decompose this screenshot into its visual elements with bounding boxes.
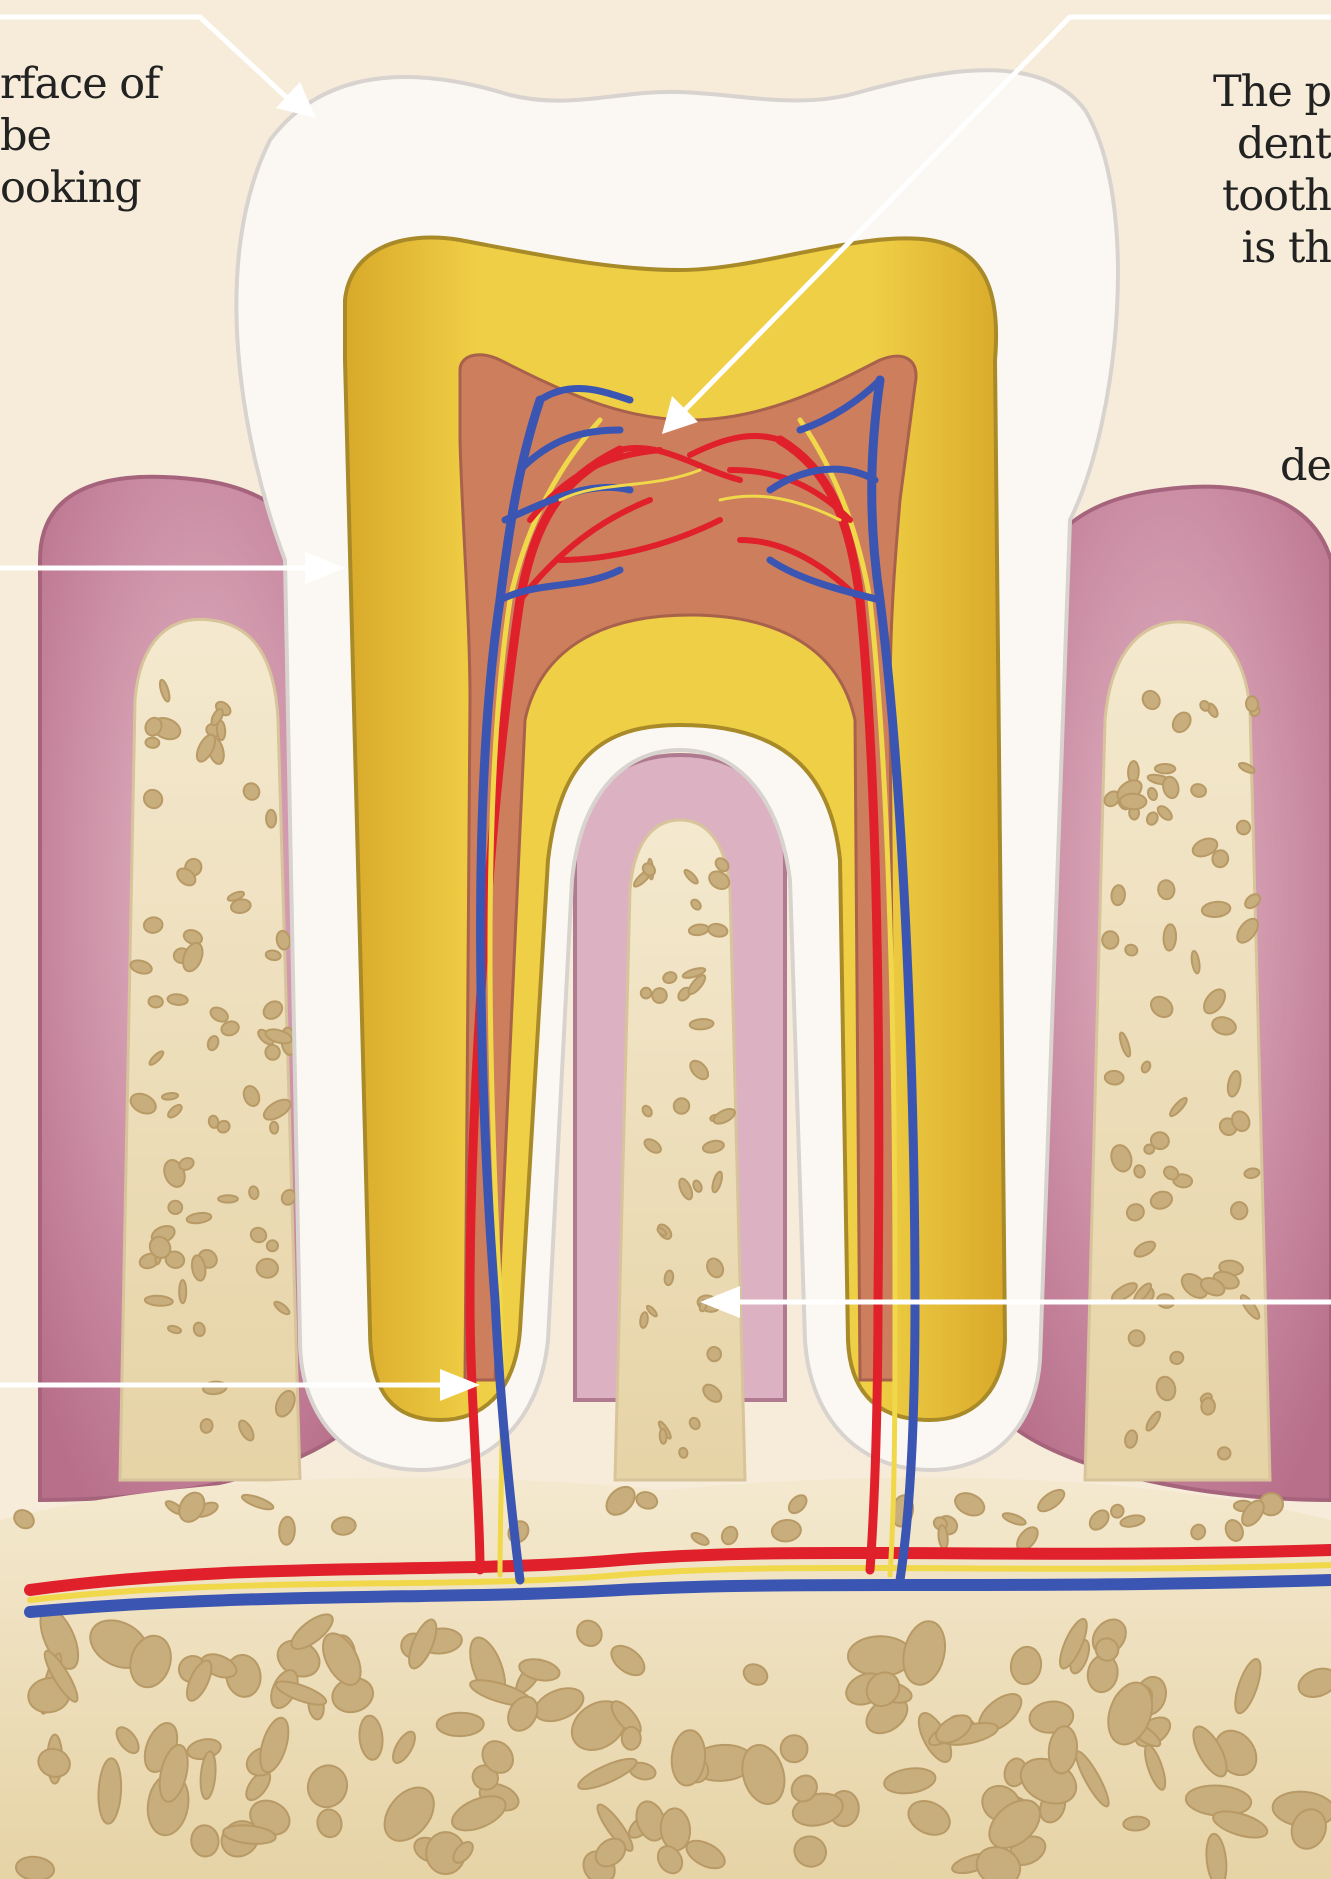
bone-pore	[1230, 1201, 1248, 1220]
label-dentine-line-1: de	[1280, 440, 1331, 492]
label-pulp-line-1: The p	[1213, 66, 1331, 118]
bone-pore	[641, 988, 652, 999]
label-pulp: The p dent tooth is th	[1213, 66, 1331, 274]
bone-pore	[218, 1195, 238, 1202]
bone-pore	[179, 1280, 186, 1303]
bone-pore	[1128, 1329, 1146, 1347]
label-enamel-line-2: be	[0, 110, 159, 162]
bone-pore	[168, 1201, 182, 1215]
bone-pore	[256, 1258, 278, 1278]
bone-pore	[167, 993, 188, 1005]
bone-pore	[1102, 931, 1119, 949]
bone-pore	[148, 995, 164, 1008]
bone-pore	[1120, 794, 1147, 810]
bone-pore	[1245, 696, 1258, 712]
bone-pore	[1104, 1070, 1123, 1085]
bone-pore	[1201, 1398, 1216, 1416]
bone-pore	[622, 1727, 641, 1750]
label-dentine: de	[1280, 440, 1331, 492]
bone-pore	[780, 1734, 809, 1763]
label-enamel-line-1: rface of	[0, 58, 159, 110]
center-bone	[615, 820, 745, 1480]
bone-pore	[1123, 1816, 1150, 1831]
label-enamel: rface of be ooking	[0, 58, 159, 214]
bone-pore	[659, 1429, 667, 1444]
bone-pore	[1111, 885, 1126, 906]
bone-pore	[1163, 924, 1177, 951]
label-enamel-line-3: ooking	[0, 162, 159, 214]
bone-pore	[1155, 764, 1176, 774]
bone-pore	[278, 1516, 295, 1545]
bone-pore	[200, 1418, 214, 1433]
bone-pore	[436, 1712, 483, 1736]
bone-pore	[145, 737, 160, 748]
label-pulp-line-2: dent	[1213, 118, 1331, 170]
bone-pore	[266, 1240, 278, 1252]
label-pulp-line-3: tooth	[1213, 170, 1331, 222]
bone-pore	[707, 1346, 722, 1362]
bone-pore	[266, 810, 276, 828]
bone-pore	[217, 721, 226, 741]
label-pulp-line-4: is th	[1213, 222, 1331, 274]
bone-pore	[270, 1122, 279, 1134]
bone-pore	[689, 1018, 713, 1030]
